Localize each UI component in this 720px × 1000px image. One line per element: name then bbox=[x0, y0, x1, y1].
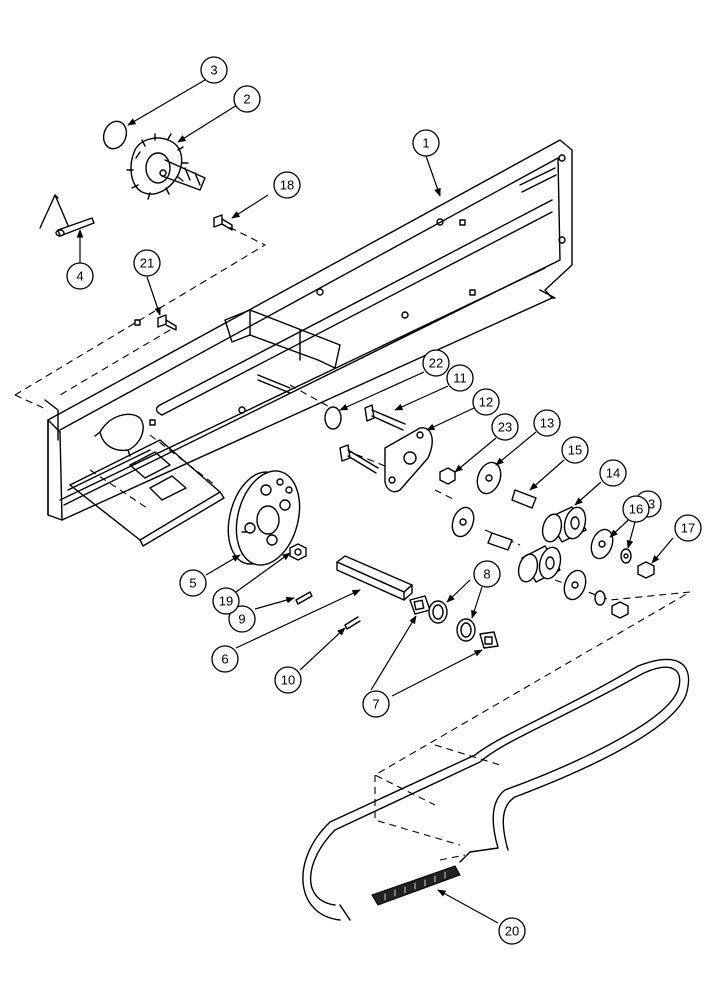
svg-text:18: 18 bbox=[280, 178, 294, 193]
nut-23-part bbox=[439, 467, 456, 485]
callout-7: 7 bbox=[362, 690, 390, 718]
svg-text:17: 17 bbox=[681, 521, 695, 536]
callout-8: 8 bbox=[473, 560, 501, 588]
roller-14-part bbox=[541, 506, 587, 543]
spacer-15-part bbox=[511, 489, 537, 509]
bolt-11-part bbox=[339, 404, 406, 474]
callout-4: 4 bbox=[66, 262, 94, 290]
svg-text:22: 22 bbox=[429, 356, 443, 371]
pulley-part bbox=[227, 470, 301, 566]
pin-10-part bbox=[344, 616, 361, 630]
svg-text:14: 14 bbox=[606, 466, 620, 481]
callout-16: 16 bbox=[622, 495, 650, 523]
pin-9-part bbox=[295, 591, 313, 605]
washer-16-part bbox=[620, 548, 632, 564]
washer-upper-part bbox=[451, 506, 475, 538]
svg-text:16: 16 bbox=[629, 502, 643, 517]
shim-7-part bbox=[409, 595, 499, 649]
callout-19: 19 bbox=[212, 587, 240, 615]
svg-text:6: 6 bbox=[221, 652, 228, 667]
svg-text:21: 21 bbox=[140, 256, 154, 271]
knob-hub-part bbox=[126, 133, 206, 200]
nut-17-part bbox=[637, 561, 655, 579]
svg-text:11: 11 bbox=[453, 371, 467, 386]
svg-text:8: 8 bbox=[483, 567, 490, 582]
leader-lines bbox=[76, 79, 674, 924]
svg-text:15: 15 bbox=[568, 443, 582, 458]
callout-18: 18 bbox=[273, 171, 301, 199]
callout-23: 23 bbox=[491, 413, 519, 441]
nut-19-part bbox=[289, 543, 307, 561]
svg-text:19: 19 bbox=[219, 594, 233, 609]
bolt-18-part bbox=[213, 214, 233, 231]
svg-text:12: 12 bbox=[479, 395, 493, 410]
svg-text:7: 7 bbox=[372, 697, 379, 712]
svg-text:5: 5 bbox=[189, 576, 196, 591]
svg-text:3: 3 bbox=[210, 63, 217, 78]
svg-text:9: 9 bbox=[238, 612, 245, 627]
callout-9: 9 bbox=[228, 605, 256, 633]
callout-10: 10 bbox=[274, 666, 302, 694]
washer-13b-part bbox=[590, 528, 614, 560]
callout-22: 22 bbox=[422, 349, 450, 377]
svg-text:2: 2 bbox=[243, 92, 250, 107]
idler-bracket-part bbox=[384, 427, 433, 493]
callout-15: 15 bbox=[561, 436, 589, 464]
callout-6: 6 bbox=[211, 645, 239, 673]
drive-belt-part bbox=[302, 658, 690, 921]
callout-12: 12 bbox=[472, 388, 500, 416]
svg-text:20: 20 bbox=[505, 924, 519, 939]
callout-21: 21 bbox=[133, 249, 161, 277]
svg-text:4: 4 bbox=[76, 269, 83, 284]
washer-13a-part bbox=[476, 461, 502, 495]
bolt-22-washer-part bbox=[257, 374, 342, 430]
key-bar-part bbox=[336, 555, 413, 601]
roller-lower-part bbox=[517, 545, 562, 583]
mounting-plate-part bbox=[69, 413, 225, 547]
callout-3: 3 bbox=[200, 56, 228, 84]
washer-8-part bbox=[428, 600, 476, 642]
callout-17: 17 bbox=[674, 514, 702, 542]
callout-5: 5 bbox=[179, 569, 207, 597]
callout-2: 2 bbox=[233, 85, 261, 113]
o-ring-part bbox=[102, 120, 128, 150]
svg-text:1: 1 bbox=[422, 136, 429, 151]
svg-text:23: 23 bbox=[498, 420, 512, 435]
callout-14: 14 bbox=[599, 459, 627, 487]
assembly-dashed-lines bbox=[14, 224, 691, 861]
drive-chain-part bbox=[371, 865, 461, 906]
main-frame-part bbox=[44, 139, 573, 521]
svg-text:10: 10 bbox=[281, 673, 295, 688]
callout-13a: 13 bbox=[533, 409, 561, 437]
callout-20: 20 bbox=[498, 917, 526, 945]
bolt-21-part bbox=[157, 314, 177, 331]
callout-11: 11 bbox=[446, 364, 474, 392]
callout-1: 1 bbox=[412, 129, 440, 157]
svg-text:13: 13 bbox=[540, 416, 554, 431]
t-handle-pin-part bbox=[39, 194, 95, 237]
